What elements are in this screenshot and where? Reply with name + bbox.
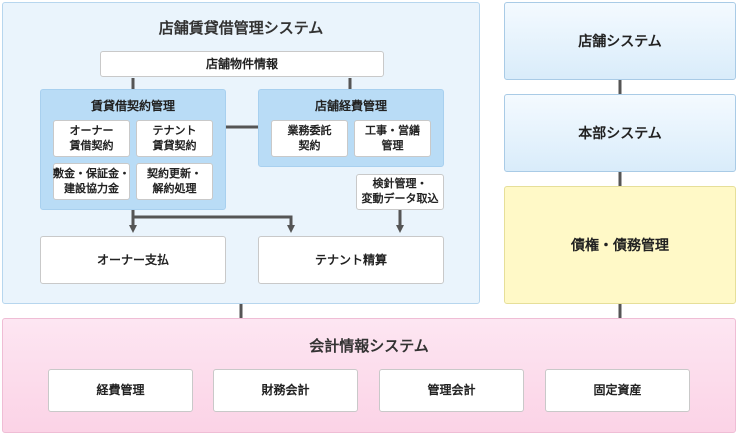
deposit-box: 敷金・保証金・ 建設協力金 [53,163,130,200]
fixed-assets-box: 固定資産 [545,369,690,412]
financial-accounting-box: 財務会計 [213,369,358,412]
expense-management-box: 経費管理 [48,369,193,412]
store-system-box: 店舗システム [504,2,736,80]
hq-system-box: 本部システム [504,94,736,172]
property-info-box: 店舗物件情報 [100,51,384,77]
main-system-title: 店舗賃貸借管理システム [158,19,324,37]
management-accounting-box: 管理会計 [379,369,524,412]
construction-maintenance-box: 工事・営繕 管理 [354,120,431,157]
accounting-title: 会計情報システム [309,337,429,355]
meter-data-box: 検針管理・ 変動データ取込 [356,174,444,210]
expense-group-title: 店舗経費管理 [314,99,387,113]
outsourcing-contract-box: 業務委託 契約 [271,120,348,157]
tenant-settlement-box: テナント精算 [258,236,444,284]
tenant-lease-contract-box: テナント 賃貸契約 [136,120,213,157]
lease-group-title: 賃貸借契約管理 [90,99,175,113]
contract-renewal-box: 契約更新・ 解約処理 [136,163,213,200]
owner-lease-contract-box: オーナー 賃借契約 [53,120,130,157]
owner-payment-box: オーナー支払 [40,236,226,284]
receivables-payables-box: 債権・債務管理 [504,186,736,304]
